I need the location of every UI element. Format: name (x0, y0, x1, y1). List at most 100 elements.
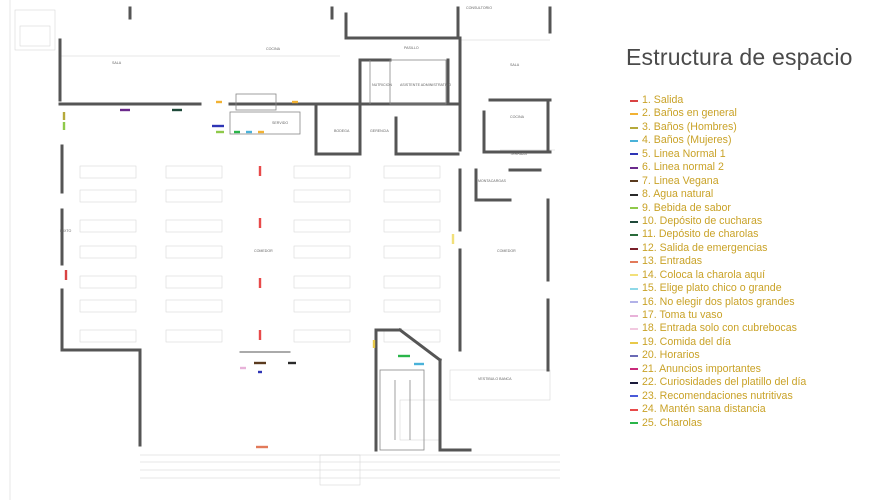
legend-item: 14. Coloca la charola aquí (630, 269, 806, 282)
dining-table (79, 329, 137, 343)
dining-table (293, 299, 351, 313)
legend-swatch (630, 207, 638, 210)
label-mixto: MIXTO (60, 229, 72, 233)
legend-label: 5. Linea Normal 1 (642, 147, 726, 160)
dining-table (79, 165, 137, 179)
legend-label: 13. Entradas (642, 255, 703, 268)
dining-table (293, 275, 351, 289)
dining-table (293, 189, 351, 203)
label-comedor-2: COMEDOR (497, 249, 516, 253)
label-nutricion: NUTRICION (372, 83, 392, 87)
legend-label: 7. Linea Vegana (642, 174, 719, 187)
dining-table (79, 299, 137, 313)
dining-table (383, 275, 441, 289)
legend-label: 6. Linea normal 2 (642, 161, 724, 174)
legend-item: 11. Depósito de charolas (630, 228, 806, 241)
dining-table (165, 189, 223, 203)
legend-label: 12. Salida de emergencias (642, 241, 768, 254)
legend-item: 9. Bebida de sabor (630, 202, 806, 215)
legend-swatch (630, 355, 638, 358)
legend-item: 15. Elige plato chico o grande (630, 282, 806, 295)
legend-swatch (630, 113, 638, 116)
legend-label: 18. Entrada solo con cubrebocas (642, 322, 797, 335)
legend-item: 17. Toma tu vaso (630, 309, 806, 322)
dining-table (165, 275, 223, 289)
label-sala-2: SALA (510, 63, 520, 67)
label-pasillo: PASILLO (404, 46, 419, 50)
dining-table (293, 329, 351, 343)
legend-swatch (630, 247, 638, 250)
legend-item: 10. Depósito de cucharas (630, 215, 806, 228)
dining-table (383, 165, 441, 179)
legend-item: 18. Entrada solo con cubrebocas (630, 322, 806, 335)
label-consultorio: CONSULTORIO (466, 6, 492, 10)
legend-label: 3. Baños (Hombres) (642, 120, 737, 133)
legend-label: 19. Comida del día (642, 335, 731, 348)
legend-item: 23. Recomendaciones nutritivas (630, 390, 806, 403)
label-sala: SALA (112, 61, 122, 65)
dining-table (79, 189, 137, 203)
legend-swatch (630, 126, 638, 129)
legend-label: 1. Salida (642, 94, 684, 106)
legend-label: 21. Anuncios importantes (642, 362, 761, 375)
legend-label: 10. Depósito de cucharas (642, 214, 763, 227)
legend-item: 7. Linea Vegana (630, 175, 806, 188)
legend-label: 25. Charolas (642, 416, 703, 429)
legend-label: 20. Horarios (642, 349, 700, 362)
page-title: Estructura de espacio (626, 44, 853, 70)
legend-label: 9. Bebida de sabor (642, 201, 731, 214)
dining-table (79, 219, 137, 233)
legend-swatch (630, 274, 638, 277)
label-servido: SERVIDO (272, 121, 288, 125)
legend-swatch (630, 220, 638, 223)
legend-swatch (630, 140, 638, 143)
label-cocina: COCINA (266, 47, 281, 51)
legend-label: 11. Depósito de charolas (642, 228, 759, 241)
legend-item: 19. Comida del día (630, 336, 806, 349)
dining-table (293, 245, 351, 259)
legend-label: 16. No elegir dos platos grandes (642, 295, 795, 308)
legend-item: 16. No elegir dos platos grandes (630, 296, 806, 309)
legend-label: 23. Recomendaciones nutritivas (642, 389, 793, 402)
legend-label: 17. Toma tu vaso (642, 309, 723, 321)
dining-table (79, 275, 137, 289)
dining-table (165, 165, 223, 179)
dining-table (383, 245, 441, 259)
label-asistente: ASISTENTE ADMINISTRATIVO (400, 83, 451, 87)
legend-item: 5. Linea Normal 1 (630, 148, 806, 161)
legend-item: 13. Entradas (630, 255, 806, 268)
label-terraza: TERRAZA (510, 152, 527, 156)
label-vestibulo: VESTIBULO BANCA (478, 377, 512, 381)
floor-plan: SALA COCINA PASILLO NUTRICION ASISTENTE … (9, 0, 560, 500)
legend-label: 14. Coloca la charola aquí (642, 268, 766, 281)
legend-label: 8. Agua natural (642, 188, 714, 201)
legend-swatch (630, 422, 638, 425)
dining-table (293, 219, 351, 233)
label-bodega: BODEGA (334, 129, 350, 133)
dining-table (383, 189, 441, 203)
legend-label: 4. Baños (Mujeres) (642, 134, 732, 147)
legend-swatch (630, 260, 638, 263)
legend-label: 15. Elige plato chico o grande (642, 282, 782, 295)
legend-swatch (630, 99, 638, 102)
legend-swatch (630, 153, 638, 156)
legend-item: 24. Mantén sana distancia (630, 403, 806, 416)
dining-table (383, 299, 441, 313)
legend-swatch (630, 180, 638, 183)
dining-table (165, 219, 223, 233)
legend-swatch (630, 368, 638, 371)
dining-table (165, 245, 223, 259)
legend-item: 6. Linea normal 2 (630, 161, 806, 174)
legend-swatch (630, 193, 638, 196)
label-montacargas: MONTACARGAS (478, 179, 506, 183)
legend-swatch (630, 314, 638, 317)
label-gerencia: GERENCIA (370, 129, 389, 133)
dining-table (383, 219, 441, 233)
legend-label: 24. Mantén sana distancia (642, 403, 766, 416)
legend-swatch (630, 166, 638, 169)
legend-item: 2. Baños en general (630, 107, 806, 120)
legend-item: 1. Salida (630, 94, 806, 107)
legend-swatch (630, 328, 638, 331)
legend-swatch (630, 301, 638, 304)
legend-swatch (630, 234, 638, 237)
